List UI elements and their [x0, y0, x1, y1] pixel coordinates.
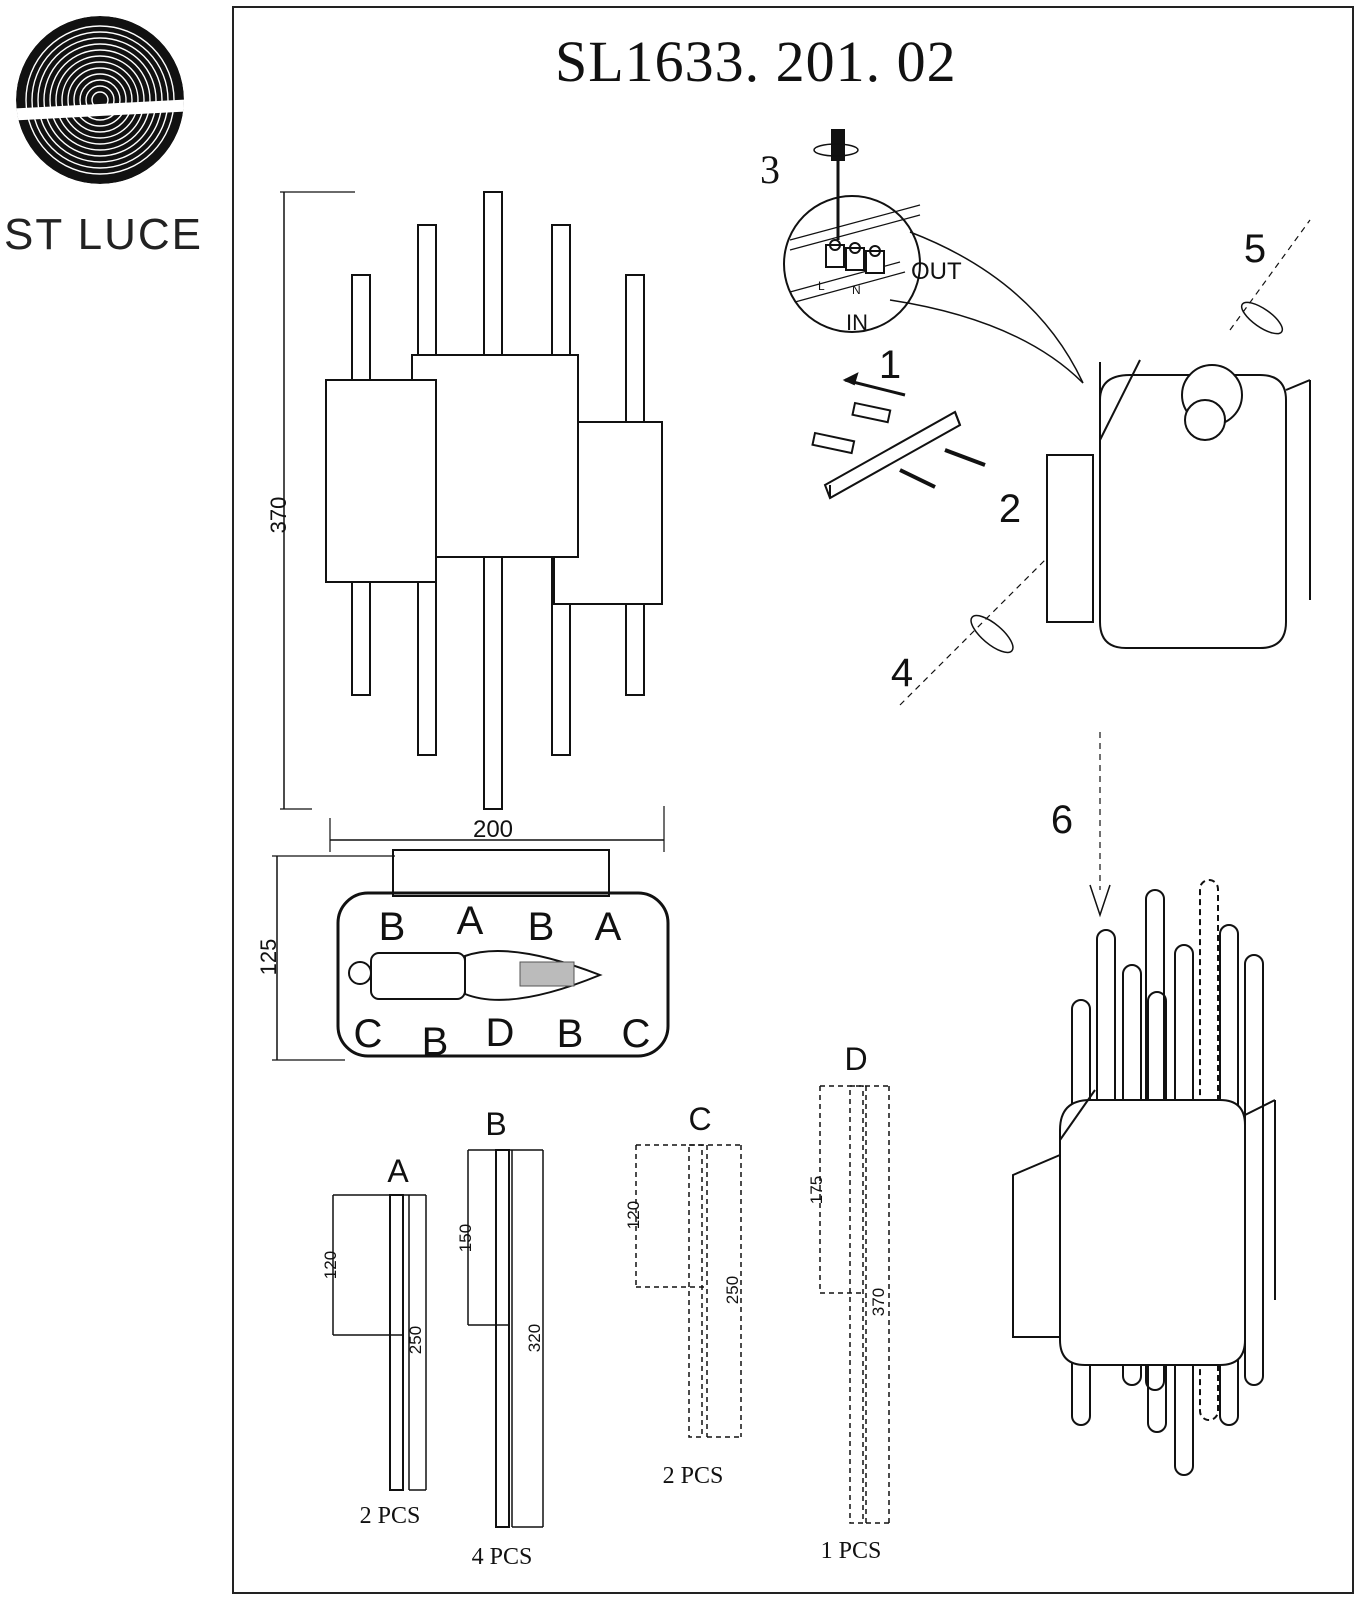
top-label-a2: A — [595, 905, 622, 949]
depth-dimension: 125 — [256, 939, 281, 976]
part-b-length: 320 — [525, 1324, 544, 1352]
width-dimension: 200 — [473, 816, 513, 843]
part-a-letter: A — [387, 1153, 409, 1189]
part-d-length: 370 — [869, 1288, 888, 1316]
part-a-qty: 2 PCS — [360, 1503, 421, 1529]
parts-list: A B C D 120 250 150 320 120 250 175 370 … — [321, 1041, 890, 1570]
part-c-upper-dim: 120 — [624, 1201, 643, 1229]
top-label-b4: B — [557, 1012, 584, 1056]
top-label-d: D — [486, 1011, 515, 1055]
part-a-upper-dim: 120 — [321, 1251, 340, 1279]
step-1: 1 — [879, 343, 901, 387]
part-a-length: 250 — [406, 1326, 425, 1354]
assembled-lamp — [1012, 732, 1276, 1476]
part-b-qty: 4 PCS — [472, 1544, 533, 1570]
top-label-a1: A — [457, 899, 484, 943]
top-label-b3: B — [422, 1020, 449, 1064]
terminal-l: L — [818, 279, 825, 293]
part-b-upper-dim: 150 — [456, 1224, 475, 1252]
drawing-frame — [232, 6, 1354, 1594]
part-b-letter: B — [485, 1106, 506, 1142]
brand-name: ST LUCE — [4, 210, 204, 259]
top-view: 125 B A B A C B D B C — [256, 849, 670, 1064]
model-code: SL1633. 201. 02 — [555, 29, 957, 94]
wiring-out-label: OUT — [911, 258, 962, 285]
step-3: 3 — [760, 147, 780, 192]
part-d-qty: 1 PCS — [821, 1538, 882, 1564]
part-d-letter: D — [844, 1041, 867, 1077]
height-dimension: 370 — [266, 497, 291, 534]
top-label-c2: C — [622, 1012, 651, 1056]
wiring-in-label: IN — [846, 310, 868, 335]
installation-diagram: OUT IN L N 1 2 3 4 5 — [760, 129, 1311, 842]
part-c-letter: C — [688, 1101, 711, 1137]
part-c-length: 250 — [723, 1276, 742, 1304]
front-view: 370 200 — [266, 191, 665, 852]
part-c-qty: 2 PCS — [663, 1463, 724, 1489]
top-label-b1: B — [379, 905, 406, 949]
step-5: 5 — [1244, 227, 1266, 271]
top-label-b2: B — [528, 905, 555, 949]
top-label-c1: C — [354, 1012, 383, 1056]
step-4: 4 — [891, 651, 913, 695]
terminal-n: N — [852, 283, 861, 297]
st-luce-logo — [16, 16, 184, 184]
step-2: 2 — [999, 487, 1021, 531]
step-6: 6 — [1051, 798, 1073, 842]
part-d-upper-dim: 175 — [807, 1176, 826, 1204]
